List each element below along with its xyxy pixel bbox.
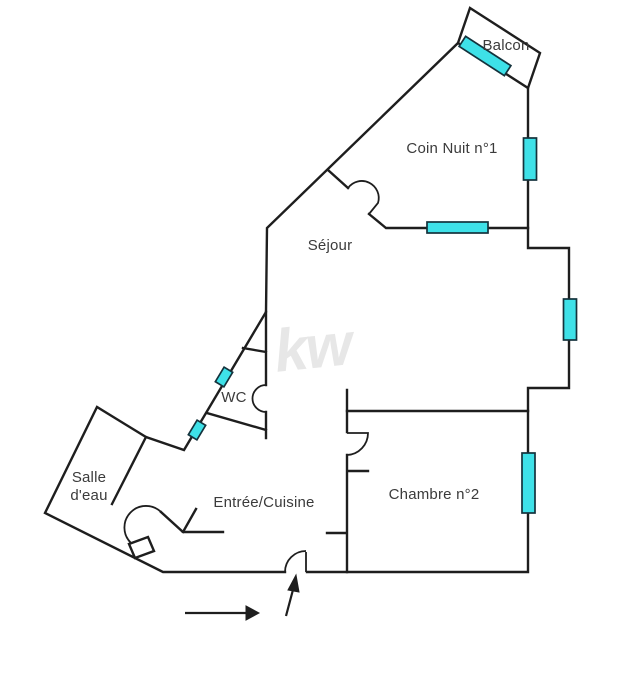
walls <box>43 6 571 574</box>
window-wc-upper <box>214 365 234 389</box>
label-salle-eau-line2: d'eau <box>70 487 107 504</box>
wc-walls <box>205 310 268 440</box>
watermark: kw <box>271 310 359 385</box>
exterior-wall <box>43 41 571 574</box>
window-chambre-east <box>521 452 536 514</box>
doors <box>123 180 380 573</box>
room-labels: Balcon Coin Nuit n°1 Séjour WC Salle d'e… <box>70 37 529 511</box>
entrance-arrow-head <box>287 573 300 593</box>
wc-door-arc <box>251 384 267 413</box>
salle-eau-door-arc <box>123 505 162 544</box>
label-balcon: Balcon <box>482 37 529 54</box>
label-coin-nuit: Coin Nuit n°1 <box>406 140 497 157</box>
chambre-left-wall <box>325 388 370 574</box>
window-balcony <box>457 35 513 77</box>
window-coin-nuit-south <box>426 221 489 234</box>
label-entree-cuisine: Entrée/Cuisine <box>213 494 314 511</box>
label-wc: WC <box>221 389 246 406</box>
label-salle-eau-line1: Salle <box>72 469 106 486</box>
direction-arrow-head <box>245 605 261 621</box>
watermark-kw-text: kw <box>271 310 359 385</box>
label-chambre2: Chambre n°2 <box>389 486 480 503</box>
entrance-door-arc <box>284 550 307 573</box>
window-wc-lower <box>187 418 207 442</box>
label-sejour: Séjour <box>308 237 353 254</box>
window-coin-nuit-east <box>522 137 538 181</box>
window-sejour-east <box>562 298 578 341</box>
salle-eau-walls <box>110 435 225 560</box>
coin-nuit-door-arc <box>347 180 380 215</box>
arrows <box>185 573 300 621</box>
chambre-door-arc <box>346 432 369 456</box>
coin-nuit-partition-wall <box>326 168 530 230</box>
windows <box>187 35 578 514</box>
